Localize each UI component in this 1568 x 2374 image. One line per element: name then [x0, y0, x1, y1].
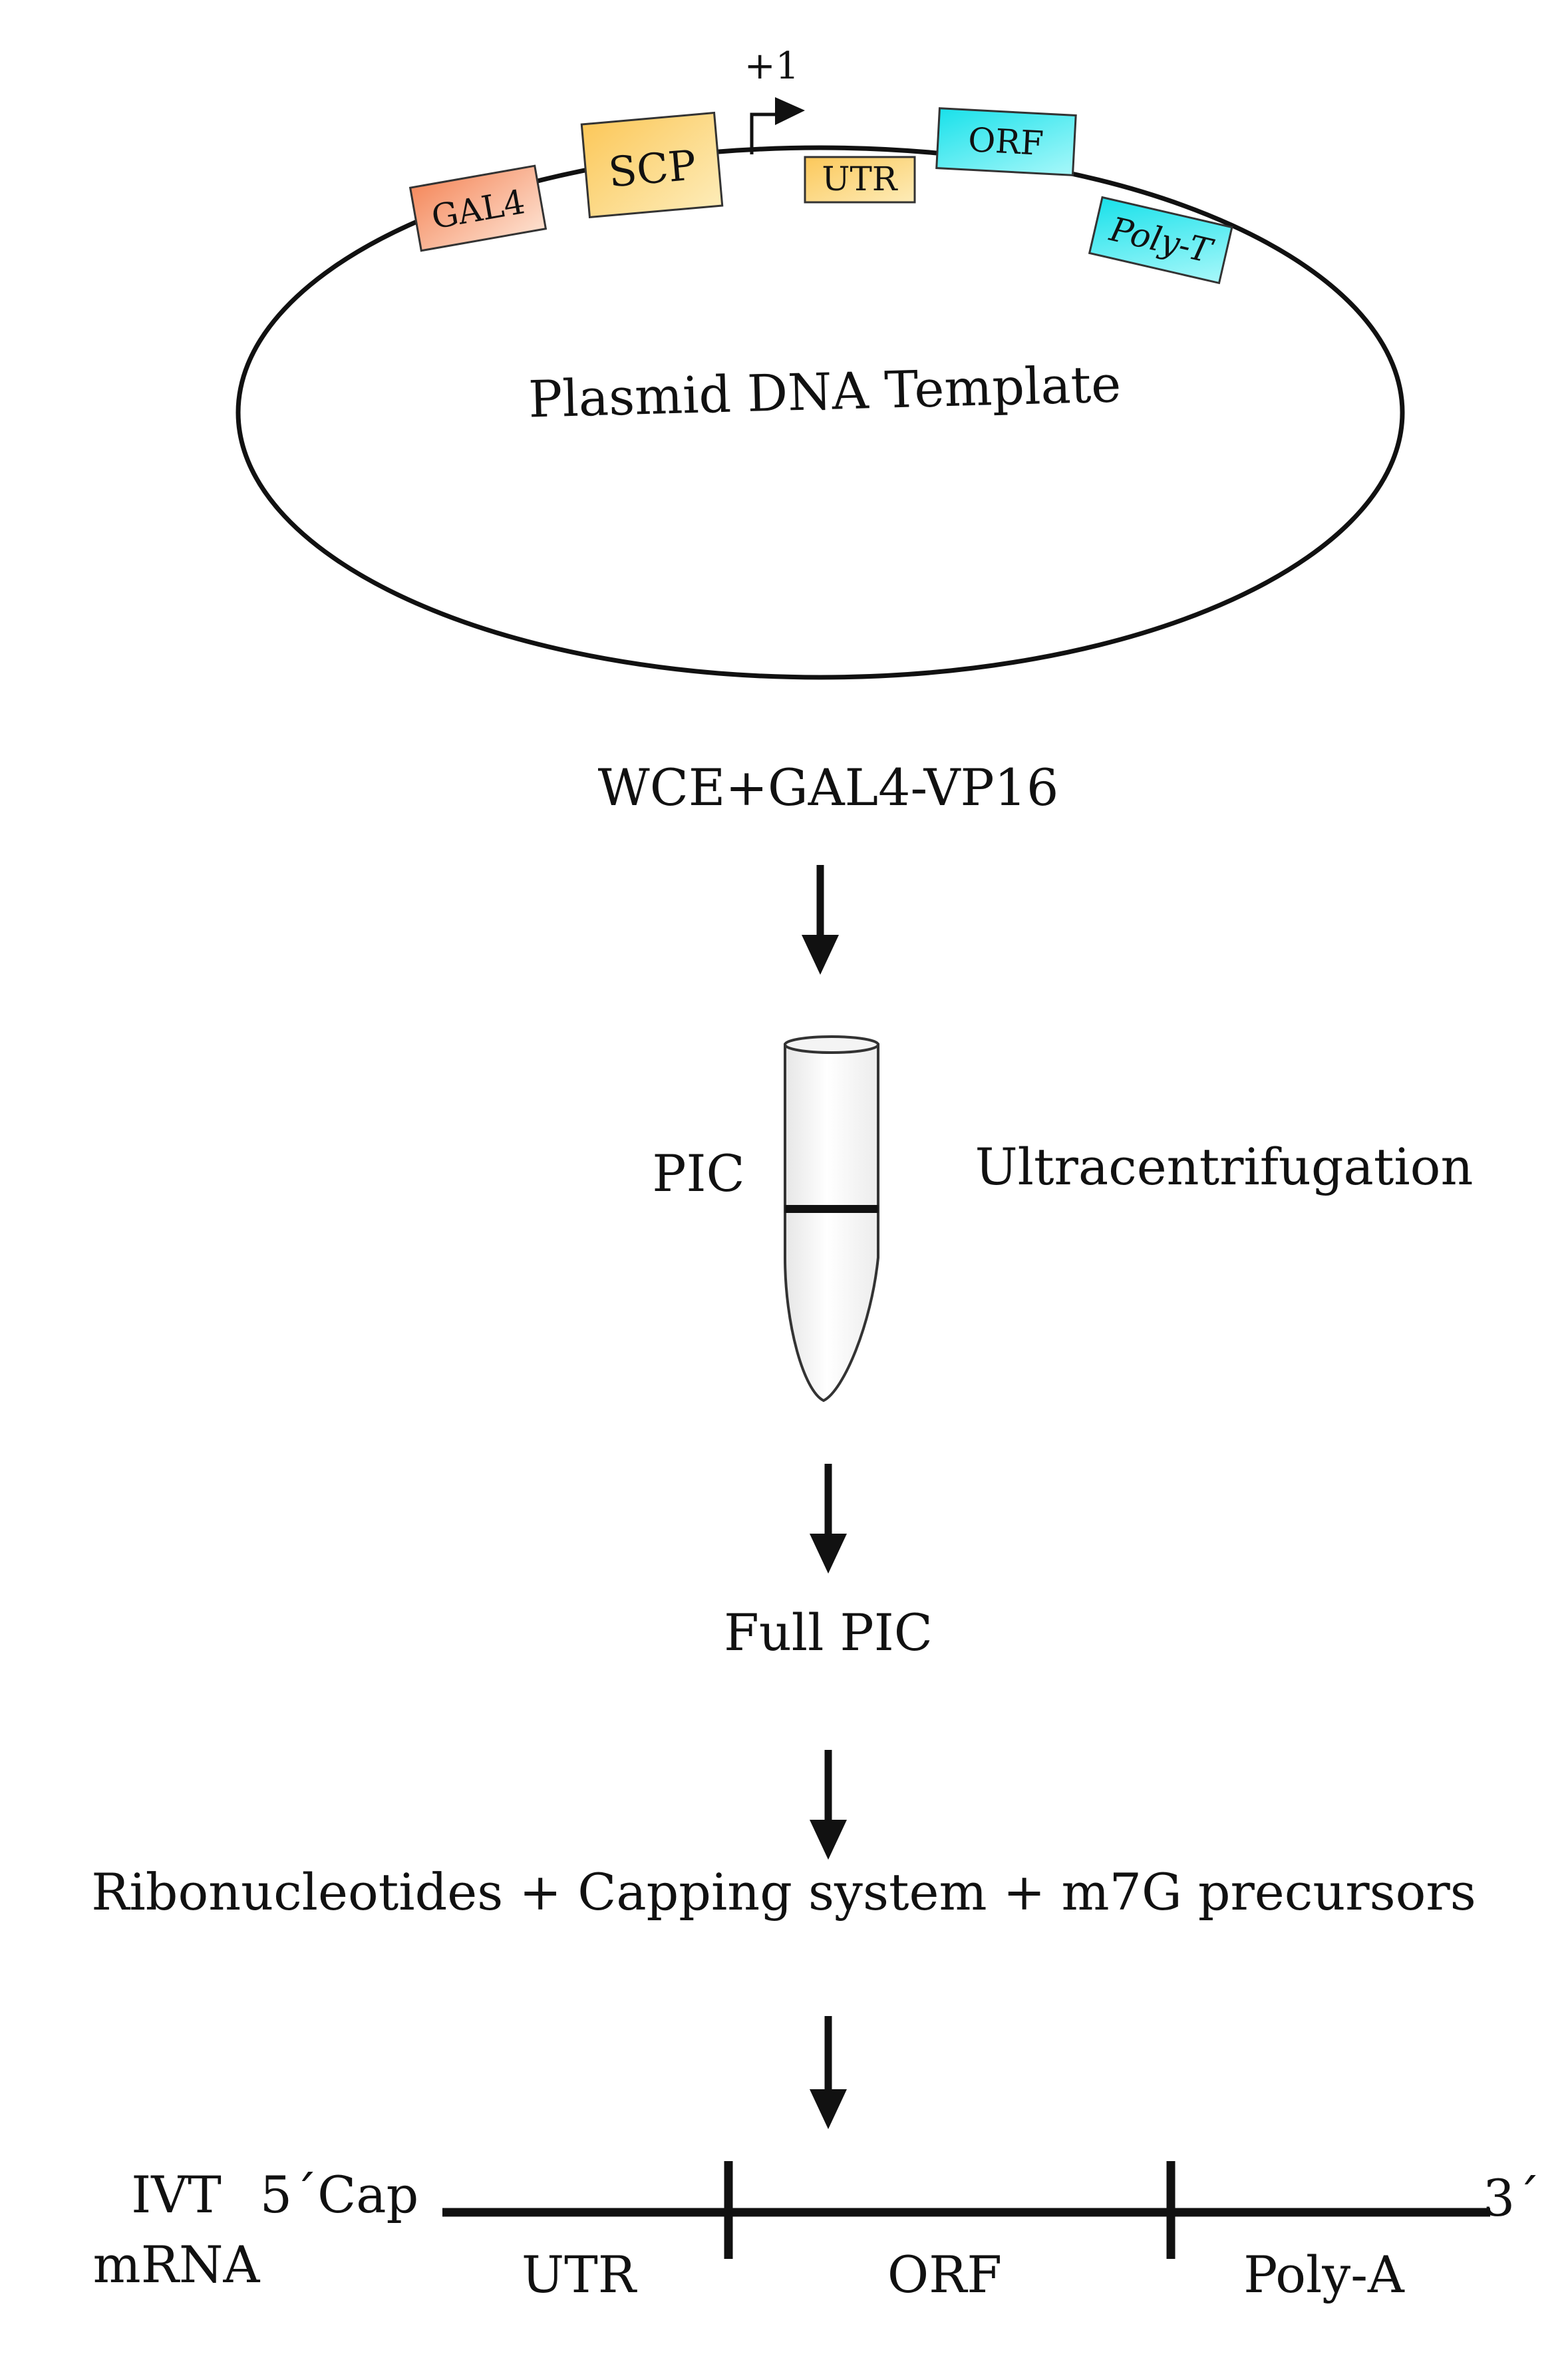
scp-box: SCP: [580, 111, 724, 219]
gal4-box: GAL4: [408, 164, 548, 252]
transcription-start-marker: +1: [744, 45, 805, 154]
flow-arrow-4: [810, 2016, 847, 2129]
mrna-polya-label: Poly-A: [1243, 2245, 1405, 2304]
tss-label: +1: [744, 45, 800, 88]
full-pic-label: Full PIC: [724, 1603, 933, 1662]
ultracentrifugation-label: Ultracentrifugation: [975, 1137, 1474, 1196]
centrifuge-tube-icon: [784, 1035, 879, 1403]
plasmid-ring: [235, 145, 1405, 680]
scp-label: SCP: [607, 140, 699, 196]
mrna-label: mRNA: [93, 2235, 261, 2294]
reagents-label: Ribonucleotides + Capping system + m7G p…: [91, 1862, 1476, 1922]
orf-box: ORF: [935, 107, 1077, 176]
tube-rim: [784, 1035, 879, 1054]
tss-arrow-line: [750, 112, 778, 154]
mrna-orf-label: ORF: [887, 2245, 1002, 2304]
polyt-box: Poly-T: [1088, 196, 1233, 285]
ivt-label: IVT: [131, 2165, 222, 2224]
utr-box: UTR: [804, 156, 916, 204]
three-prime-label: 3´: [1483, 2168, 1540, 2228]
flow-arrow-1: [802, 865, 839, 975]
flow-arrow-2: [810, 1464, 847, 1574]
utr-label: UTR: [822, 160, 897, 198]
five-prime-cap-label: 5´Cap: [260, 2165, 418, 2224]
pic-label: PIC: [652, 1144, 744, 1203]
mrna-utr-label: UTR: [522, 2245, 638, 2304]
orf-label: ORF: [967, 120, 1044, 163]
wce-label: WCE+GAL4-VP16: [598, 758, 1059, 817]
tss-arrow-head: [775, 97, 805, 125]
flow-arrow-3: [810, 1750, 847, 1860]
mrna-strand: [442, 2161, 1490, 2259]
tube-body: [784, 1043, 879, 1403]
plasmid-label: Plasmid DNA Template: [528, 354, 1122, 428]
